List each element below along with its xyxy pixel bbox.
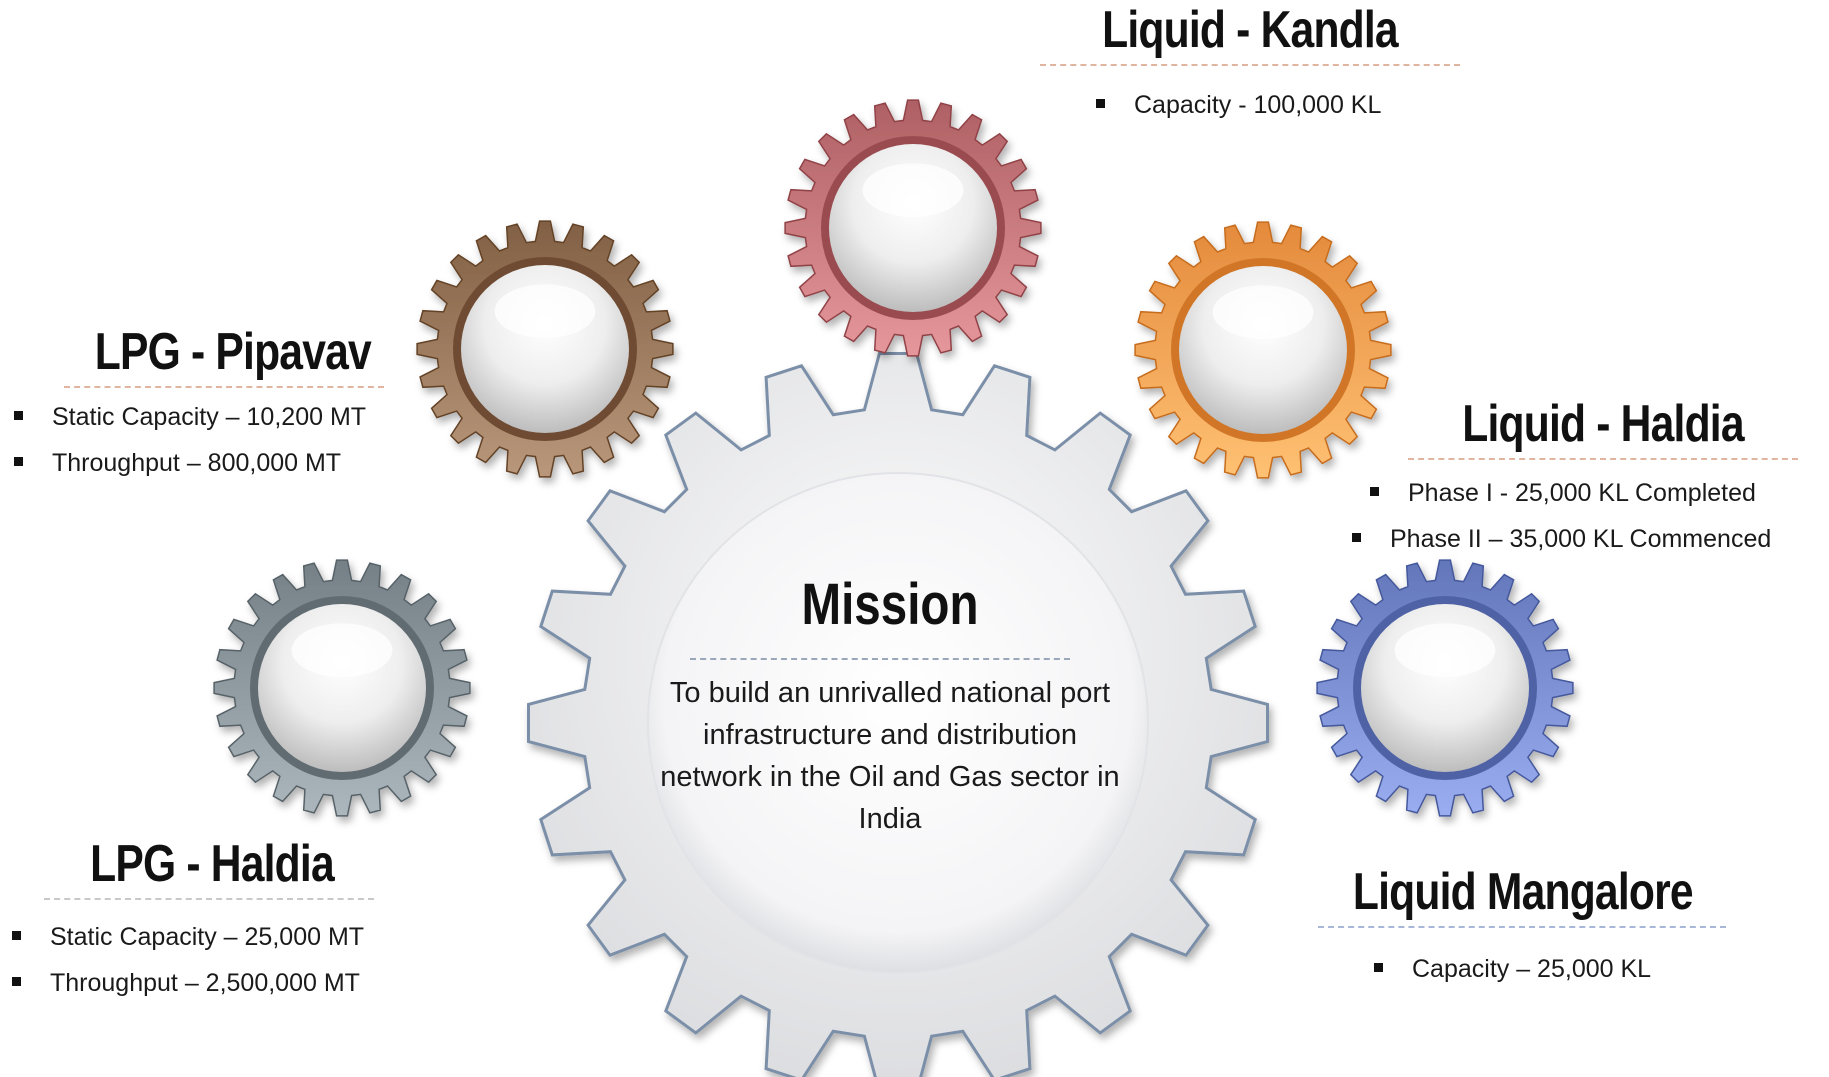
bullet-item: Capacity - 100,000 KL [1096,82,1460,128]
bullet-item: Static Capacity – 10,200 MT [14,394,426,440]
gear-liquid-haldia [1134,221,1392,479]
bullet-item: Throughput – 800,000 MT [14,440,426,486]
node-divider [1040,64,1460,66]
node-lpg-pipavav: LPG - Pipavav Static Capacity – 10,200 M… [6,322,426,486]
mission-divider [690,658,1070,660]
node-bullets: Phase I - 25,000 KL Completed Phase II –… [1352,470,1828,562]
bullet-item: Static Capacity – 25,000 MT [12,914,422,960]
node-bullets: Capacity – 25,000 KL [1374,946,1726,992]
node-divider [64,386,384,388]
mission-gear [527,352,1269,1077]
node-bullets: Capacity - 100,000 KL [1096,82,1460,128]
bullet-item: Phase II – 35,000 KL Commenced [1352,516,1828,562]
node-divider [44,898,374,900]
node-bullets: Static Capacity – 25,000 MT Throughput –… [12,914,422,1006]
node-title: Liquid Mangalore [1352,863,1694,921]
node-liquid-mangalore: Liquid Mangalore Capacity – 25,000 KL [1316,862,1726,992]
mission-title: Mission [801,572,979,637]
gear-lpg-haldia [213,559,471,817]
bullet-item: Capacity – 25,000 KL [1374,946,1726,992]
node-divider [1318,926,1726,928]
node-title: LPG - Haldia [90,835,334,893]
gear-lpg-pipavav [416,220,674,478]
gear-liquid-kandla [784,99,1042,357]
gear-liquid-mangalore [1316,559,1574,817]
bullet-item: Throughput – 2,500,000 MT [12,960,422,1006]
bullet-item: Phase I - 25,000 KL Completed [1370,470,1828,516]
node-title: Liquid - Haldia [1462,395,1744,453]
node-bullets: Static Capacity – 10,200 MT Throughput –… [14,394,426,486]
node-liquid-kandla: Liquid - Kandla Capacity - 100,000 KL [1040,0,1460,128]
node-title: Liquid - Kandla [1102,1,1398,59]
node-divider [1408,458,1798,460]
node-lpg-haldia: LPG - Haldia Static Capacity – 25,000 MT… [2,834,422,1006]
node-liquid-haldia: Liquid - Haldia Phase I - 25,000 KL Comp… [1352,394,1828,562]
node-title: LPG - Pipavav [94,323,372,381]
mission-statement: To build an unrivalled national port inf… [660,677,1120,835]
